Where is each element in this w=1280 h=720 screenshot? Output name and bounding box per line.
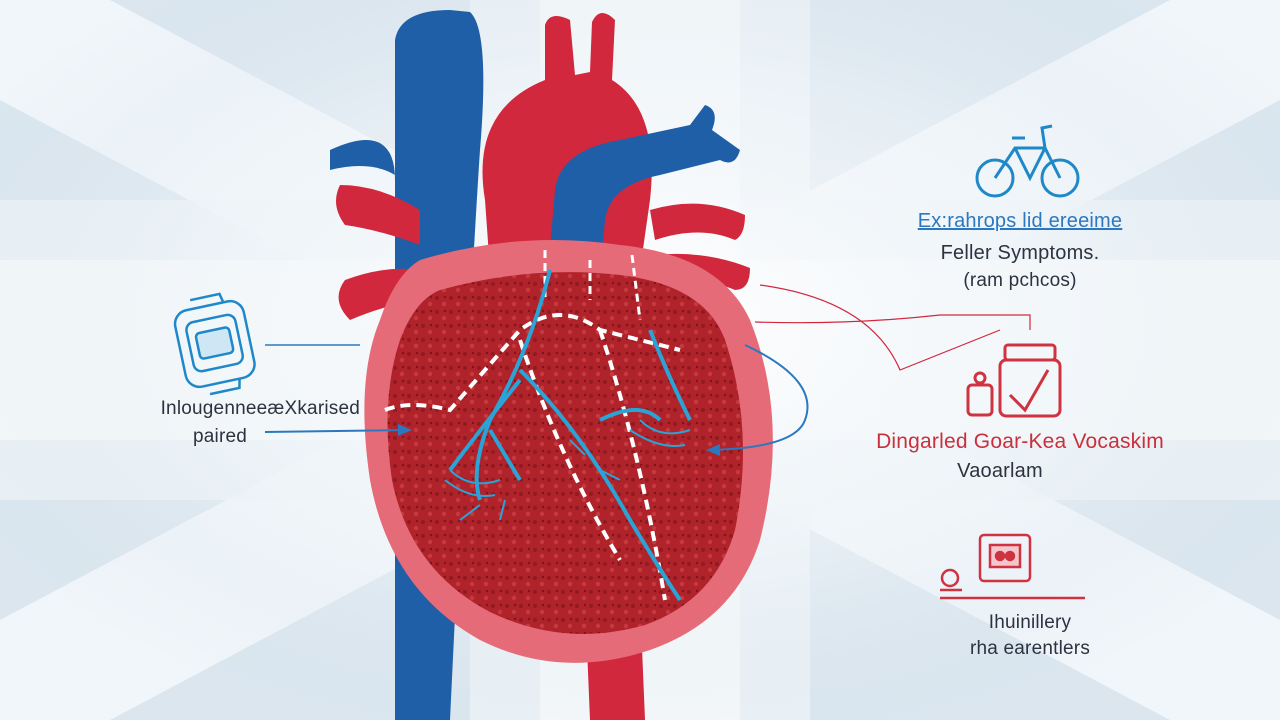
label-left-line2: paired xyxy=(192,426,248,447)
septum-dashed xyxy=(518,329,667,601)
coronary-artery-left xyxy=(448,269,552,501)
wearable-monitor-icon xyxy=(173,292,256,396)
pointer-right-red-1 xyxy=(759,284,1001,371)
coronary-artery-right xyxy=(518,329,692,602)
pointer-right-red-2 xyxy=(754,314,1031,330)
pointer-lines xyxy=(264,284,1031,456)
pulmonary-artery xyxy=(548,105,740,275)
heart xyxy=(364,240,773,663)
label-bottom-right-line1: Ihuinillery xyxy=(988,612,1072,633)
label-mid-right-line1: Dingarled Goar-Kea Vocaskim xyxy=(876,430,1164,453)
medicine-jar-icon xyxy=(966,343,1062,418)
coronary-branches xyxy=(444,419,691,521)
label-mid-right-line2: Vaoarlam xyxy=(957,460,1043,482)
label-left-line1: InlougenneeæXkarised xyxy=(160,398,360,419)
aorta xyxy=(482,12,652,270)
coronary-border-dashed xyxy=(384,313,681,413)
label-top-right-line2: Feller Symptoms. xyxy=(940,242,1100,264)
label-top-right-line1: Ex:rahrops lid ereeime xyxy=(917,210,1123,232)
medical-device-icon xyxy=(940,533,1085,600)
pointer-right-arrow xyxy=(709,344,809,451)
label-bottom-right-line2: rha earentlers xyxy=(969,638,1091,659)
arrowhead-right xyxy=(706,444,720,456)
pointer-left-arrow xyxy=(264,429,411,433)
bicycle-icon xyxy=(975,124,1080,198)
arrowhead-left xyxy=(398,424,412,436)
label-top-right-line3: (ram pchcos) xyxy=(963,270,1077,291)
